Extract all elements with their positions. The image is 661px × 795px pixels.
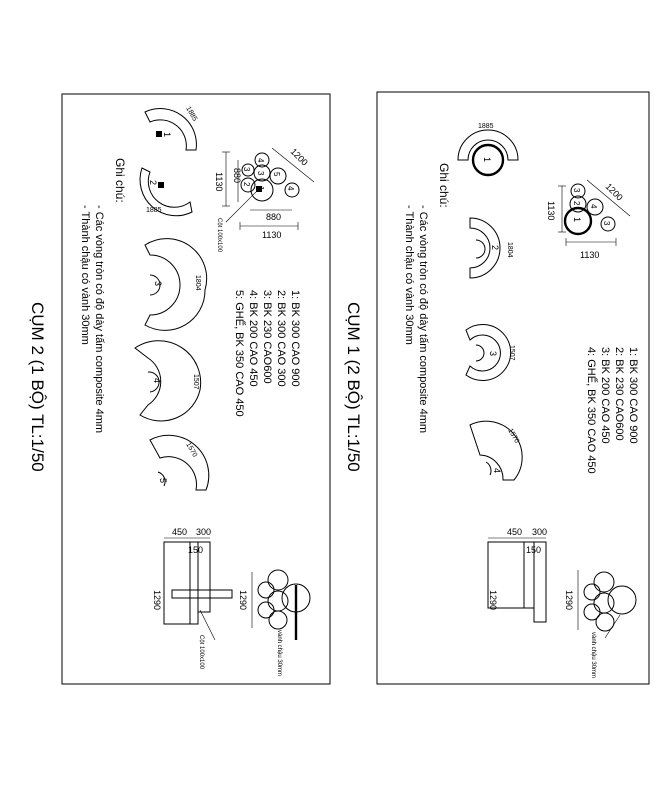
plan-num-1: 1 [572, 217, 582, 222]
cluster-1-legend-1: 1: BK 300 CAO 900 [627, 347, 639, 444]
cluster-2-legend-1: 1: BK 300 CAO 900 [289, 290, 301, 387]
unfold-3-dim: 1507 [508, 345, 515, 361]
unfold2-2-dim: 1885 [146, 207, 162, 214]
unfold2-4-label: 4 [152, 378, 162, 383]
plan2-num-3a: 3 [256, 171, 265, 176]
cluster-1-unfold-2: 1804 2 [469, 217, 513, 279]
elev-dim-300: 300 [532, 527, 547, 537]
cluster-2-unfold-4: 1507 4 [134, 340, 202, 422]
cluster-2-legend-4: 4: BK 200 CAO 450 [247, 290, 259, 387]
cluster-2-side-elevation: 450 300 150 1290 Cột 100x100 [152, 527, 233, 670]
cluster-1-legend-2: 2: BK 230 CAO600 [613, 347, 625, 441]
plan-num-2: 2 [572, 201, 581, 206]
elev2-dim-300: 300 [196, 527, 211, 537]
plan2-post-note: Cột 100x100 [216, 218, 222, 253]
elev2-dim-1290: 1290 [152, 590, 162, 610]
unfold-4-label: 4 [492, 468, 502, 473]
cluster-2-note-2: - Thành chậu có vành 30mm [79, 205, 91, 345]
plan2-num-2: 2 [242, 182, 251, 187]
plan-post [256, 186, 262, 192]
planter-circle-4 [586, 198, 604, 216]
cluster-2-legend-2: 2: BK 300 CAO 300 [275, 290, 287, 387]
elev-dim-1290: 1290 [488, 590, 498, 610]
plan-num-3b: 3 [602, 221, 611, 226]
plan2-dim-1130-h: 1130 [262, 230, 281, 240]
elev-dim-450: 450 [507, 527, 522, 537]
cluster-1-frame [376, 91, 650, 685]
cluster-2-unfold-3: 1804 3 [144, 238, 208, 331]
elev2-dim-150: 150 [188, 545, 203, 555]
plan2-num-3b: 3 [242, 167, 251, 172]
unfold2-3-label: 3 [153, 281, 163, 286]
cluster-2-front-elevation: 1290 vành chậu 30mm [238, 569, 311, 676]
cluster-2-note-1: - Các vòng tròn có độ dày tấm composite … [93, 205, 105, 433]
cluster-1-side-elevation: 450 300 150 1290 [487, 527, 547, 623]
cluster-1-note-2: - Thành chậu có vành 30mm [403, 205, 415, 345]
elev2-front-dim-1290: 1290 [238, 590, 248, 610]
cluster-1-legend-4: 4: GHẾ, BK 350 CAO 450 [585, 347, 598, 474]
cluster-1-title: CỤM 1 (2 BỘ) TL:1/50 [344, 302, 363, 472]
plan-dim-1130-horizontal: 1130 [580, 250, 599, 260]
cluster-2-unfold-2: 1885 2 [139, 167, 193, 217]
unfold2-5-label: 5 [158, 478, 168, 483]
planter-circle-5 [600, 216, 616, 232]
cluster-1: CỤM 1 (2 BỘ) TL:1/50 Ghi chú: - Các vòng… [344, 91, 650, 685]
rim-note-2: vành chậu 30mm [276, 630, 282, 676]
cluster-1-note-1: - Các vòng tròn có độ dày tấm composite … [417, 205, 429, 433]
cluster-1-unfold-1: 1885 1 [457, 123, 519, 177]
unfold2-3-dim: 1804 [194, 275, 201, 291]
unfold-1-dim: 1885 [478, 123, 494, 130]
plan2-dim-1130-v: 1130 [214, 172, 224, 191]
planter-circle-2 [569, 195, 587, 213]
rim-note: vành chậu 30mm [590, 632, 596, 678]
cluster-2-title: CỤM 2 (1 BỘ) TL:1/50 [28, 302, 47, 472]
elev2-dim-450: 450 [172, 527, 187, 537]
cluster-1-front-elevation: 1290 vành chậu 30mm [564, 570, 637, 678]
cluster-2-note-head: Ghi chú: [113, 158, 127, 203]
plan-num-4: 4 [589, 204, 598, 209]
plan2-dim-880-h: 880 [266, 212, 281, 222]
plan-dim-1130-vertical: 1130 [546, 201, 556, 220]
unfold-2-label: 2 [490, 245, 500, 250]
unfold-1-label: 1 [482, 157, 492, 162]
cluster-1-note-head: Ghi chú: [437, 163, 451, 208]
elev2-post-note: Cột 100x100 [198, 635, 204, 670]
elev-front-dim-1290: 1290 [564, 590, 574, 610]
unfold-1-hole [471, 143, 505, 177]
unfold-3-label: 3 [488, 351, 498, 356]
plan2-num-4: 4 [256, 158, 265, 163]
plan2-num-1: 1 [256, 186, 265, 191]
plan2-num-5: 5 [272, 172, 281, 177]
elev-dim-150: 150 [526, 545, 541, 555]
cluster-1-unfold-3: 1507 3 [465, 324, 515, 381]
cluster-2-legend-5: 5: GHẾ, BK 350 CAO 450 [233, 290, 246, 417]
planter-circle-1 [563, 206, 593, 236]
unfold2-1-label: 1 [162, 132, 172, 137]
cluster-2: CỤM 2 (1 BỘ) TL:1/50 Ghi chú: - Các vòng… [28, 93, 331, 685]
unfold2-4-dim: 1507 [192, 374, 199, 390]
planter-circle-3 [570, 183, 586, 199]
plan2-dim-880-v: 880 [232, 168, 242, 183]
plan-num-3a: 3 [572, 188, 581, 193]
cluster-1-legend-3: 3: BK 200 CAO 450 [599, 347, 611, 444]
unfold-2-dim: 1804 [506, 242, 513, 258]
cluster-2-legend-3: 3: BK 230 CAO600 [261, 290, 273, 384]
plan2-num-4b: 4 [286, 186, 295, 191]
unfold2-2-label: 2 [148, 180, 158, 185]
